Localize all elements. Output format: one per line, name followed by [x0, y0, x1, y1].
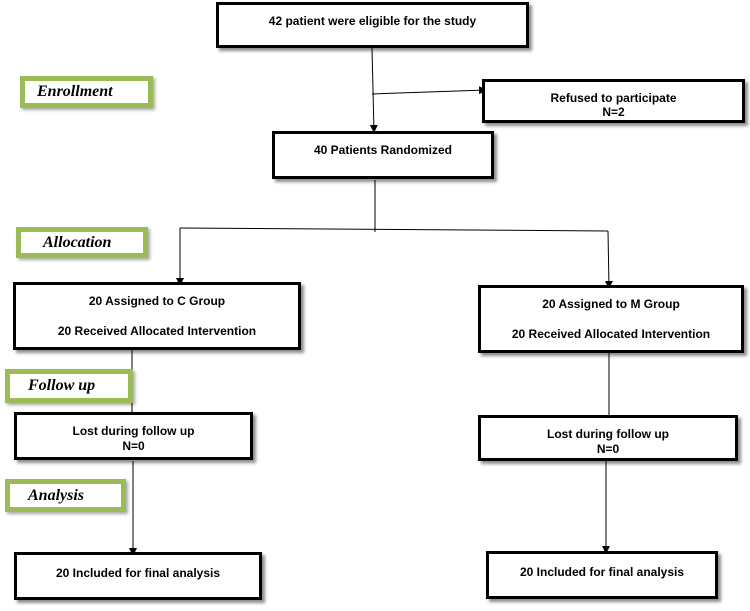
box-eligible: 42 patient were eligible for the study — [216, 2, 529, 48]
box-randomized: 40 Patients Randomized — [272, 131, 494, 179]
c-group-received: 20 Received Allocated Intervention — [57, 324, 257, 338]
box-m-final: 20 Included for final analysis — [486, 551, 718, 599]
box-m-group: 20 Assigned to M Group 20 Received Alloc… — [478, 285, 744, 353]
m-lost-count: N=0 — [596, 442, 620, 456]
stage-follow-up: Follow up — [5, 369, 133, 403]
box-m-lost: Lost during follow up N=0 — [478, 415, 738, 461]
connector-allocation-horizontal — [179, 227, 609, 232]
stage-enrollment: Enrollment — [20, 76, 153, 108]
m-lost-text: Lost during follow up — [547, 427, 669, 441]
stage-enrollment-label: Enrollment — [37, 83, 113, 100]
box-c-lost: Lost during follow up N=0 — [14, 412, 253, 460]
connector-to-m-group — [604, 230, 613, 289]
box-refused: Refused to participate N=2 — [482, 79, 745, 123]
connector-to-refused — [371, 86, 487, 95]
stage-analysis: Analysis — [5, 479, 126, 512]
m-group-assigned: 20 Assigned to M Group — [542, 297, 680, 311]
box-c-final: 20 Included for final analysis — [14, 552, 262, 600]
c-group-assigned: 20 Assigned to C Group — [88, 294, 226, 308]
c-final-text: 20 Included for final analysis — [55, 566, 221, 580]
randomized-text: 40 Patients Randomized — [313, 143, 453, 157]
connector-eligible-randomized — [369, 47, 378, 133]
stage-allocation-label: Allocation — [43, 234, 112, 251]
refused-count: N=2 — [602, 105, 625, 119]
m-group-received: 20 Received Allocated Intervention — [511, 327, 711, 341]
stage-analysis-label: Analysis — [28, 487, 85, 504]
stage-allocation: Allocation — [16, 227, 148, 258]
m-final-text: 20 Included for final analysis — [519, 565, 685, 579]
refused-text: Refused to participate — [550, 91, 677, 105]
eligible-text: 42 patient were eligible for the study — [268, 14, 477, 28]
box-c-group: 20 Assigned to C Group 20 Received Alloc… — [13, 282, 301, 350]
c-lost-count: N=0 — [122, 439, 145, 453]
stage-follow-up-label: Follow up — [28, 377, 96, 394]
c-lost-text: Lost during follow up — [72, 424, 195, 438]
